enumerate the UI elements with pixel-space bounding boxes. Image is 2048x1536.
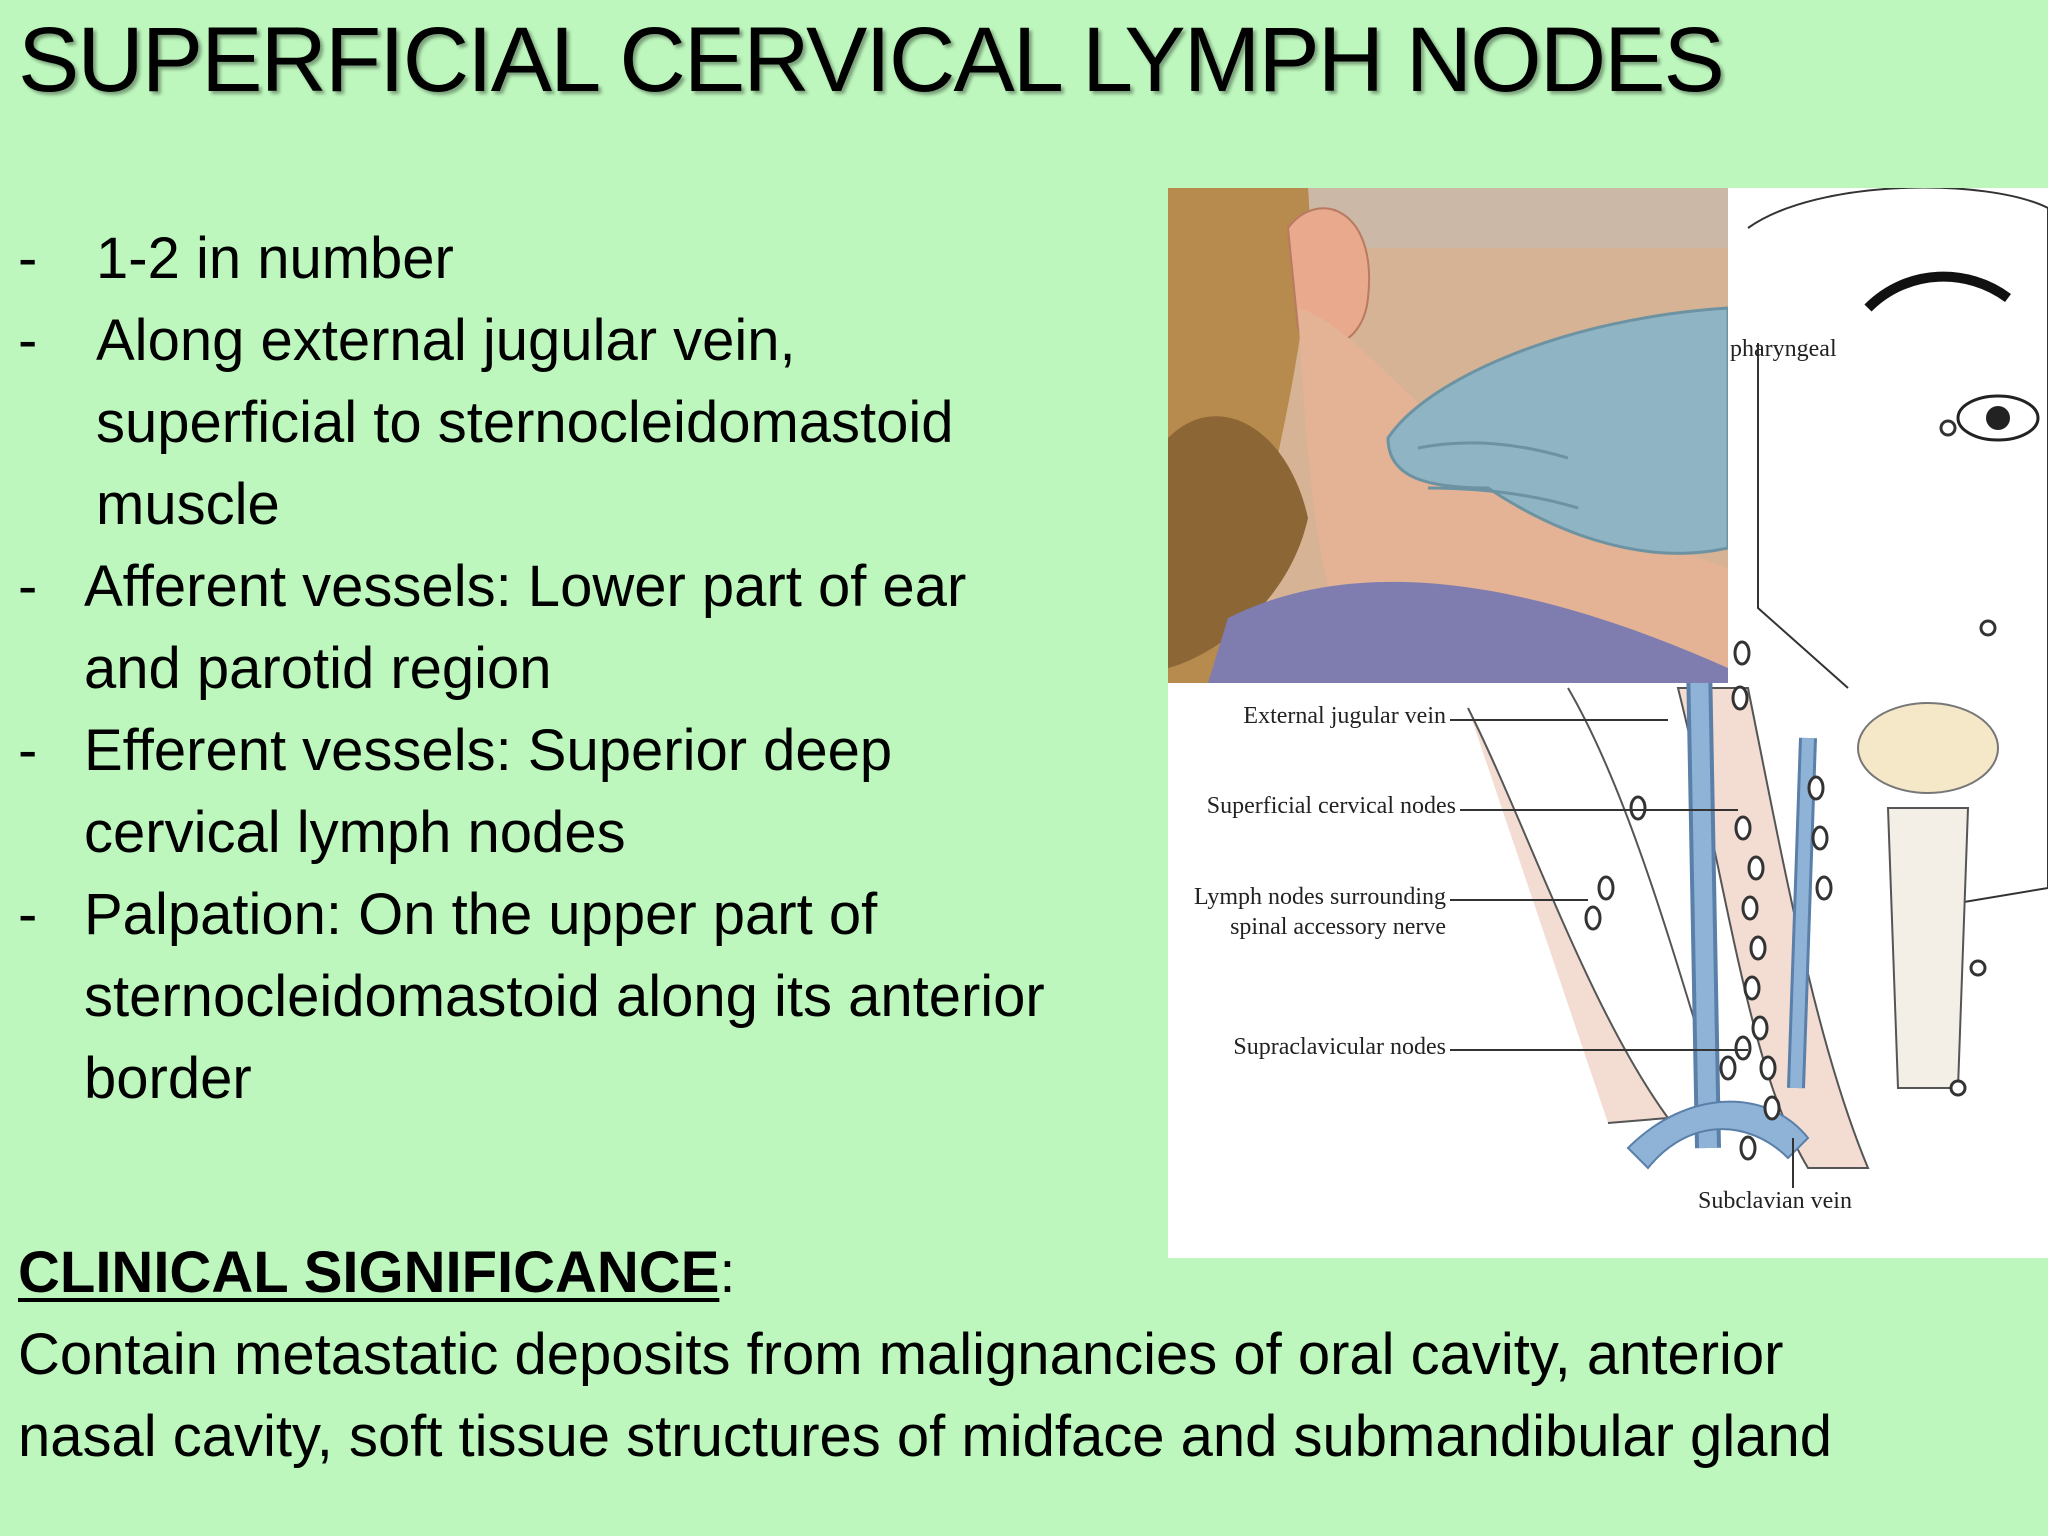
bullet-line: muscle xyxy=(96,472,280,537)
bullet-line: cervical lymph nodes xyxy=(84,800,626,865)
label-subclavian-vein: Subclavian vein xyxy=(1698,1188,1852,1214)
clinical-heading-line: CLINICAL SIGNIFICANCE: xyxy=(18,1232,2028,1314)
bullet-item: - 1-2 in number xyxy=(18,218,1148,300)
bullet-dash: - xyxy=(18,882,38,947)
bullet-line: border xyxy=(84,1046,252,1111)
clinical-colon: : xyxy=(719,1240,736,1305)
bullet-line: Afferent vessels: Lower part of ear xyxy=(84,554,967,619)
label-external-jugular-vein: External jugular vein xyxy=(1243,703,1446,729)
clinical-text-line: Contain metastatic deposits from maligna… xyxy=(18,1322,1784,1387)
anatomy-figure: pharyngeal External jugular vein Superfi… xyxy=(1168,188,2048,1258)
bullet-dash: - xyxy=(18,718,38,783)
label-superficial-cervical-nodes: Superficial cervical nodes xyxy=(1206,793,1456,819)
clinical-text-line: nasal cavity, soft tissue structures of … xyxy=(18,1404,1832,1469)
bullet-dash: - xyxy=(18,554,38,619)
bullet-line: Efferent vessels: Superior deep xyxy=(84,718,893,783)
neck-diagram xyxy=(1450,188,2048,1188)
label-spinal-accessory-nerve: spinal accessory nerve xyxy=(1230,914,1446,940)
bullet-line: Along external jugular vein, xyxy=(96,308,796,373)
bullet-line: 1-2 in number xyxy=(96,226,454,291)
bullet-item: - Afferent vessels: Lower part of ear an… xyxy=(18,546,1148,710)
clinical-significance: CLINICAL SIGNIFICANCE: Contain metastati… xyxy=(18,1232,2028,1478)
bullet-line: superficial to sternocleidomastoid xyxy=(96,390,954,455)
bullet-dash: - xyxy=(18,226,38,291)
clinical-heading: CLINICAL SIGNIFICANCE xyxy=(18,1240,720,1305)
bullet-item: - Efferent vessels: Superior deep cervic… xyxy=(18,710,1148,874)
photo-illustration xyxy=(1168,188,1728,683)
bullet-list: - 1-2 in number - Along external jugular… xyxy=(18,218,1148,1120)
bullet-dash: - xyxy=(18,308,38,373)
label-supraclavicular-nodes: Supraclavicular nodes xyxy=(1233,1034,1446,1060)
palpation-photo xyxy=(1168,188,1728,683)
bullet-item: - Palpation: On the upper part of sterno… xyxy=(18,874,1148,1120)
slide-title: SUPERFICIAL CERVICAL LYMPH NODES xyxy=(18,9,1725,111)
bullet-line: sternocleidomastoid along its anterior xyxy=(84,964,1045,1029)
label-lymph-nodes-surrounding: Lymph nodes surrounding xyxy=(1194,884,1446,910)
bullet-line: and parotid region xyxy=(84,636,552,701)
bullet-line: Palpation: On the upper part of xyxy=(84,882,878,947)
label-pharyngeal: pharyngeal xyxy=(1730,336,1837,362)
bullet-item: - Along external jugular vein, superfici… xyxy=(18,300,1148,546)
